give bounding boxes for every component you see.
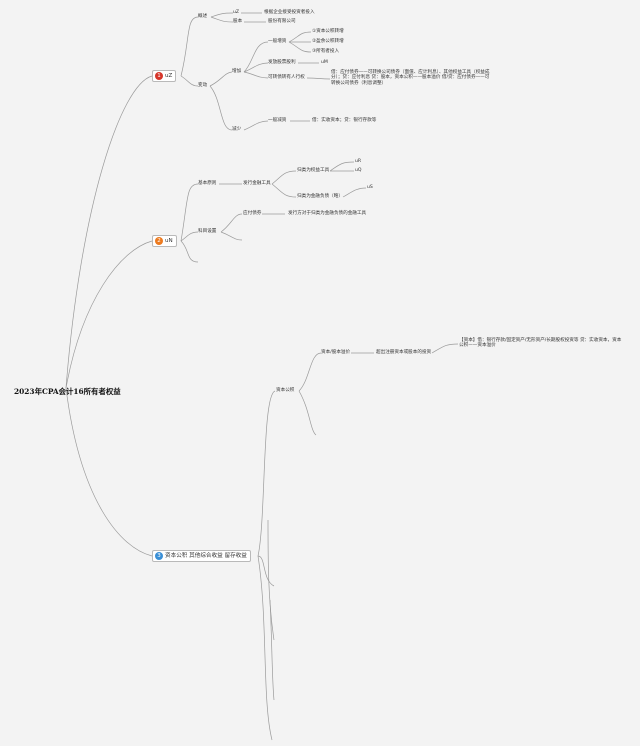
topic-2-label: uN (165, 238, 173, 244)
node-ur[interactable]: uR (355, 159, 362, 164)
node-decrease-entry[interactable]: 借：实收资本；贷：银行存款等 (312, 118, 377, 123)
topic-1-label: uZ (165, 73, 173, 79)
node-convertible-bond[interactable]: 可转债转有人行权 (268, 75, 305, 80)
node-decrease[interactable]: 减少 (232, 127, 242, 132)
node-us[interactable]: uS (367, 185, 373, 190)
node-equity-instrument[interactable]: 归类为权益工具 (297, 168, 330, 173)
node-general-decrease[interactable]: 一般减资 (268, 118, 287, 123)
link-root-topic1 (65, 75, 153, 389)
node-uz[interactable]: uZ (233, 10, 240, 15)
node-bonds-payable[interactable]: 应付债券 (243, 211, 262, 216)
node-joint-stock[interactable]: 股份有限公司 (268, 19, 296, 24)
number-badge-2: 2 (155, 237, 163, 245)
node-owner-input[interactable]: ③所有者投入 (312, 49, 340, 54)
topic-3-label: 资本公积 其他综合收益 留存收益 (165, 553, 247, 559)
root-node[interactable]: 2023年CPA会计16所有者权益 (14, 387, 121, 396)
node-account-setup[interactable]: 科目设置 (198, 229, 217, 234)
number-badge-3: 3 (155, 552, 163, 560)
link-root-topic2 (65, 240, 153, 389)
node-increase[interactable]: 增加 (232, 69, 242, 74)
node-capital-reserve[interactable]: 资本公积 (276, 388, 295, 393)
node-bonds-detail[interactable]: 发行方对于归类为金融负债的金融工具 (288, 211, 367, 216)
node-general-increase[interactable]: 一般增资 (268, 39, 287, 44)
node-excess-investment[interactable]: 超出注册资本或股本的投资 (376, 350, 432, 355)
node-capital-premium[interactable]: 资本/股本溢价 (321, 350, 351, 355)
node-issue-instrument[interactable]: 发行金融工具 (243, 181, 271, 186)
node-convertible-entry[interactable]: 借：应付债券——可转换公司债券（面值、应计利息）、其他权益工具（权益成分）；贷：… (331, 70, 490, 86)
link-root-topic3 (65, 387, 153, 557)
node-financial-liability[interactable]: 归类为金融负债（略） (297, 194, 343, 199)
node-stock-dividend[interactable]: 发放股票股利 (268, 60, 296, 65)
number-badge-1: 1 (155, 72, 163, 80)
node-basic-principle[interactable]: 基本原则 (198, 181, 217, 186)
node-uq[interactable]: uQ (355, 168, 362, 173)
node-overview[interactable]: 概述 (198, 14, 208, 19)
node-premium-entry[interactable]: 【资本】借：银行存款/固定资产/无形资产/长期股权投资等 贷：实收资本，资本公积… (459, 338, 622, 349)
node-change[interactable]: 变动 (198, 83, 208, 88)
node-capital-reserve-transfer[interactable]: ①资本公积转增 (312, 29, 344, 34)
node-um[interactable]: uM (321, 60, 328, 65)
node-surplus-reserve-transfer[interactable]: ②盈余公积转增 (312, 39, 344, 44)
node-investor-input[interactable]: 根据企业接受投资者投入 (264, 10, 315, 15)
node-share-capital[interactable]: 股本 (233, 19, 243, 24)
